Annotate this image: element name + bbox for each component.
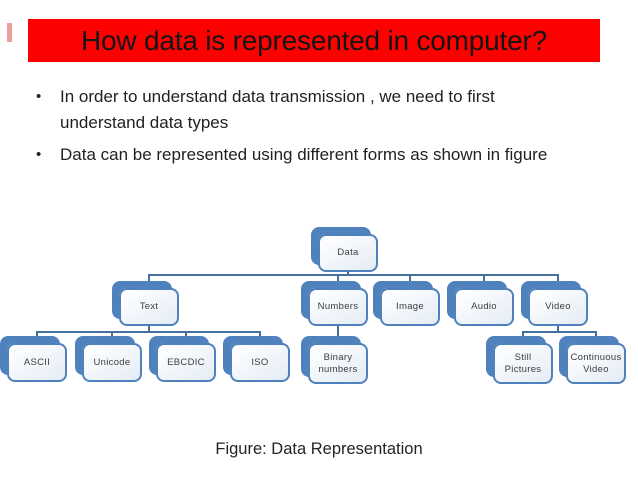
bullet-item: • In order to understand data transmissi… — [36, 84, 576, 136]
connector-drop-text — [148, 276, 150, 288]
connector-drop-video — [557, 276, 559, 288]
connector-drop-ascii — [36, 333, 38, 343]
connector-text-stub — [148, 326, 150, 333]
node-label: Continuous Video — [570, 351, 622, 375]
figure-caption: Figure: Data Representation — [215, 440, 423, 458]
node-label: ASCII — [23, 356, 51, 368]
node-label: ISO — [251, 356, 269, 368]
connector-rail-video-children — [522, 331, 597, 333]
connector-rail-level2 — [148, 274, 559, 276]
connector-drop-unicode — [111, 333, 113, 343]
node-ebcdic: EBCDIC — [156, 343, 216, 382]
node-text: Text — [119, 288, 179, 326]
node-data: Data — [318, 234, 378, 272]
node-label: Unicode — [93, 356, 131, 368]
connector-drop-ebcdic — [185, 333, 187, 343]
connector-drop-iso — [259, 333, 261, 343]
node-label: Text — [139, 301, 159, 312]
connector-drop-numbers — [337, 276, 339, 288]
connector-video-stub — [557, 326, 559, 333]
connector-rail-text-children — [36, 331, 261, 333]
node-label: Binary numbers — [318, 351, 358, 375]
node-numbers: Numbers — [308, 288, 368, 326]
bullet-text: In order to understand data transmission… — [60, 87, 495, 132]
node-label: Image — [396, 301, 424, 312]
node-audio: Audio — [454, 288, 514, 326]
slide-title: How data is represented in computer? — [81, 24, 547, 56]
node-label: EBCDIC — [167, 356, 205, 368]
node-label: Video — [545, 301, 571, 312]
node-ascii: ASCII — [7, 343, 67, 382]
connector-drop-audio — [483, 276, 485, 288]
node-label: Still Pictures — [504, 351, 542, 375]
node-video: Video — [528, 288, 588, 326]
node-image: Image — [380, 288, 440, 326]
node-binary-numbers: Binary numbers — [308, 343, 368, 384]
node-still-pictures: Still Pictures — [493, 343, 553, 384]
slide-title-bar: How data is represented in computer? — [28, 19, 600, 62]
bullet-item: • Data can be represented using differen… — [36, 142, 576, 168]
node-label: Data — [337, 247, 359, 258]
connector-drop-continuous-video — [595, 333, 597, 343]
bullet-dot: • — [36, 146, 42, 163]
node-continuous-video: Continuous Video — [566, 343, 626, 384]
connector-data-stub — [347, 271, 349, 276]
connector-drop-image — [409, 276, 411, 288]
bullet-list: • In order to understand data transmissi… — [36, 84, 576, 174]
bullet-text: Data can be represented using different … — [60, 145, 548, 164]
node-unicode: Unicode — [82, 343, 142, 382]
corner-decoration — [7, 23, 12, 42]
node-label: Audio — [471, 301, 497, 312]
bullet-dot: • — [36, 88, 42, 105]
connector-numbers-binary — [337, 326, 339, 343]
node-iso: ISO — [230, 343, 290, 382]
connector-drop-still-pictures — [522, 333, 524, 343]
node-label: Numbers — [317, 301, 359, 312]
